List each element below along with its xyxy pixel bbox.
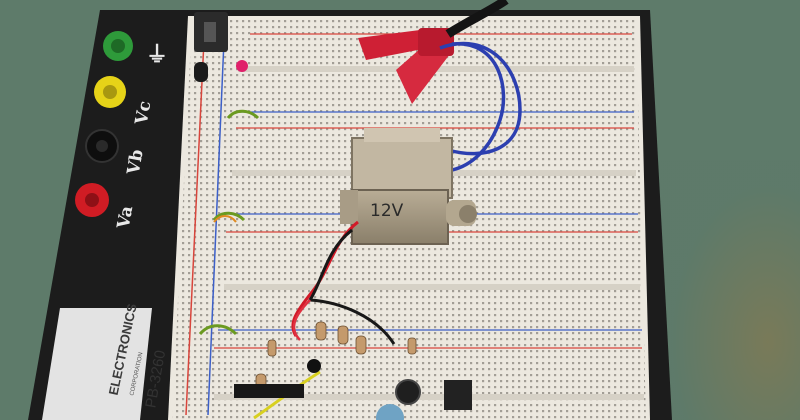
terminal-ground[interactable]: [103, 31, 133, 61]
led-indicator: [236, 60, 248, 72]
brand-plate: [42, 308, 152, 420]
slide-switch-knob: [204, 22, 216, 42]
terminal-vc-label: Vc: [132, 99, 156, 127]
orange-jumper: [213, 215, 237, 223]
red-test-clip: [358, 28, 454, 104]
terminal-vc[interactable]: [94, 76, 126, 108]
blue-wire-2: [451, 42, 506, 172]
left-rail-red: [185, 39, 205, 416]
transistor: [307, 359, 321, 373]
green-jumper-1: [226, 109, 260, 120]
capacitor-top: [194, 62, 208, 82]
black-lead-wire: [445, 0, 509, 38]
terminal-vb[interactable]: [85, 129, 119, 163]
black-lead-secondary: [307, 228, 396, 345]
terminal-ground-label: ⏚: [146, 42, 168, 68]
transformer-label: 12V: [370, 201, 404, 221]
terminal-va-label: Va: [114, 204, 138, 231]
inductor: [395, 379, 421, 405]
green-jumper-3: [198, 324, 238, 336]
terminal-vb-label: Vb: [124, 148, 148, 177]
transformer: [340, 128, 477, 245]
voltage-regulator: [444, 380, 472, 410]
green-jumper-2: [212, 211, 246, 222]
terminal-va[interactable]: [75, 183, 109, 217]
ic-chip: [234, 384, 304, 398]
capacitor-bottom: [376, 404, 404, 420]
red-lead-secondary: [292, 299, 311, 341]
left-rail-blue: [207, 39, 225, 416]
